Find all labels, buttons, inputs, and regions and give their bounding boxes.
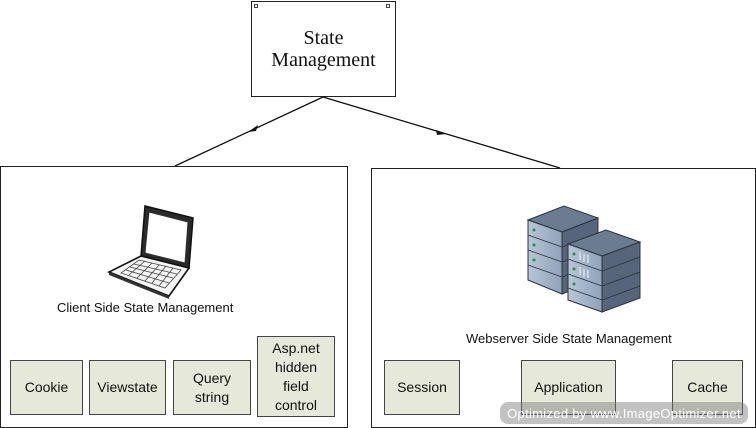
server-rack-icon [526,205,642,313]
arrowhead-left [248,125,258,132]
client-option-viewstate: Viewstate [89,360,166,415]
client-option-query-string: Query string [173,360,251,415]
watermark-banner: Optimized by www.ImageOptimizer.net [500,402,748,424]
server-option-application: Application [521,360,616,415]
server-option-session: Session [384,360,460,415]
arrowhead-right [436,130,446,135]
root-corner-marker [386,4,390,8]
root-corner-marker [254,4,258,8]
client-option-hidden-field: Asp.net hidden field control [257,336,335,417]
laptop-icon [107,205,194,299]
server-option-cache: Cache [672,360,743,415]
client-side-caption: Client Side State Management [57,300,234,315]
client-option-cookie: Cookie [10,360,83,415]
root-node: State Management [251,1,396,97]
server-side-caption: Webserver Side State Management [466,331,672,346]
